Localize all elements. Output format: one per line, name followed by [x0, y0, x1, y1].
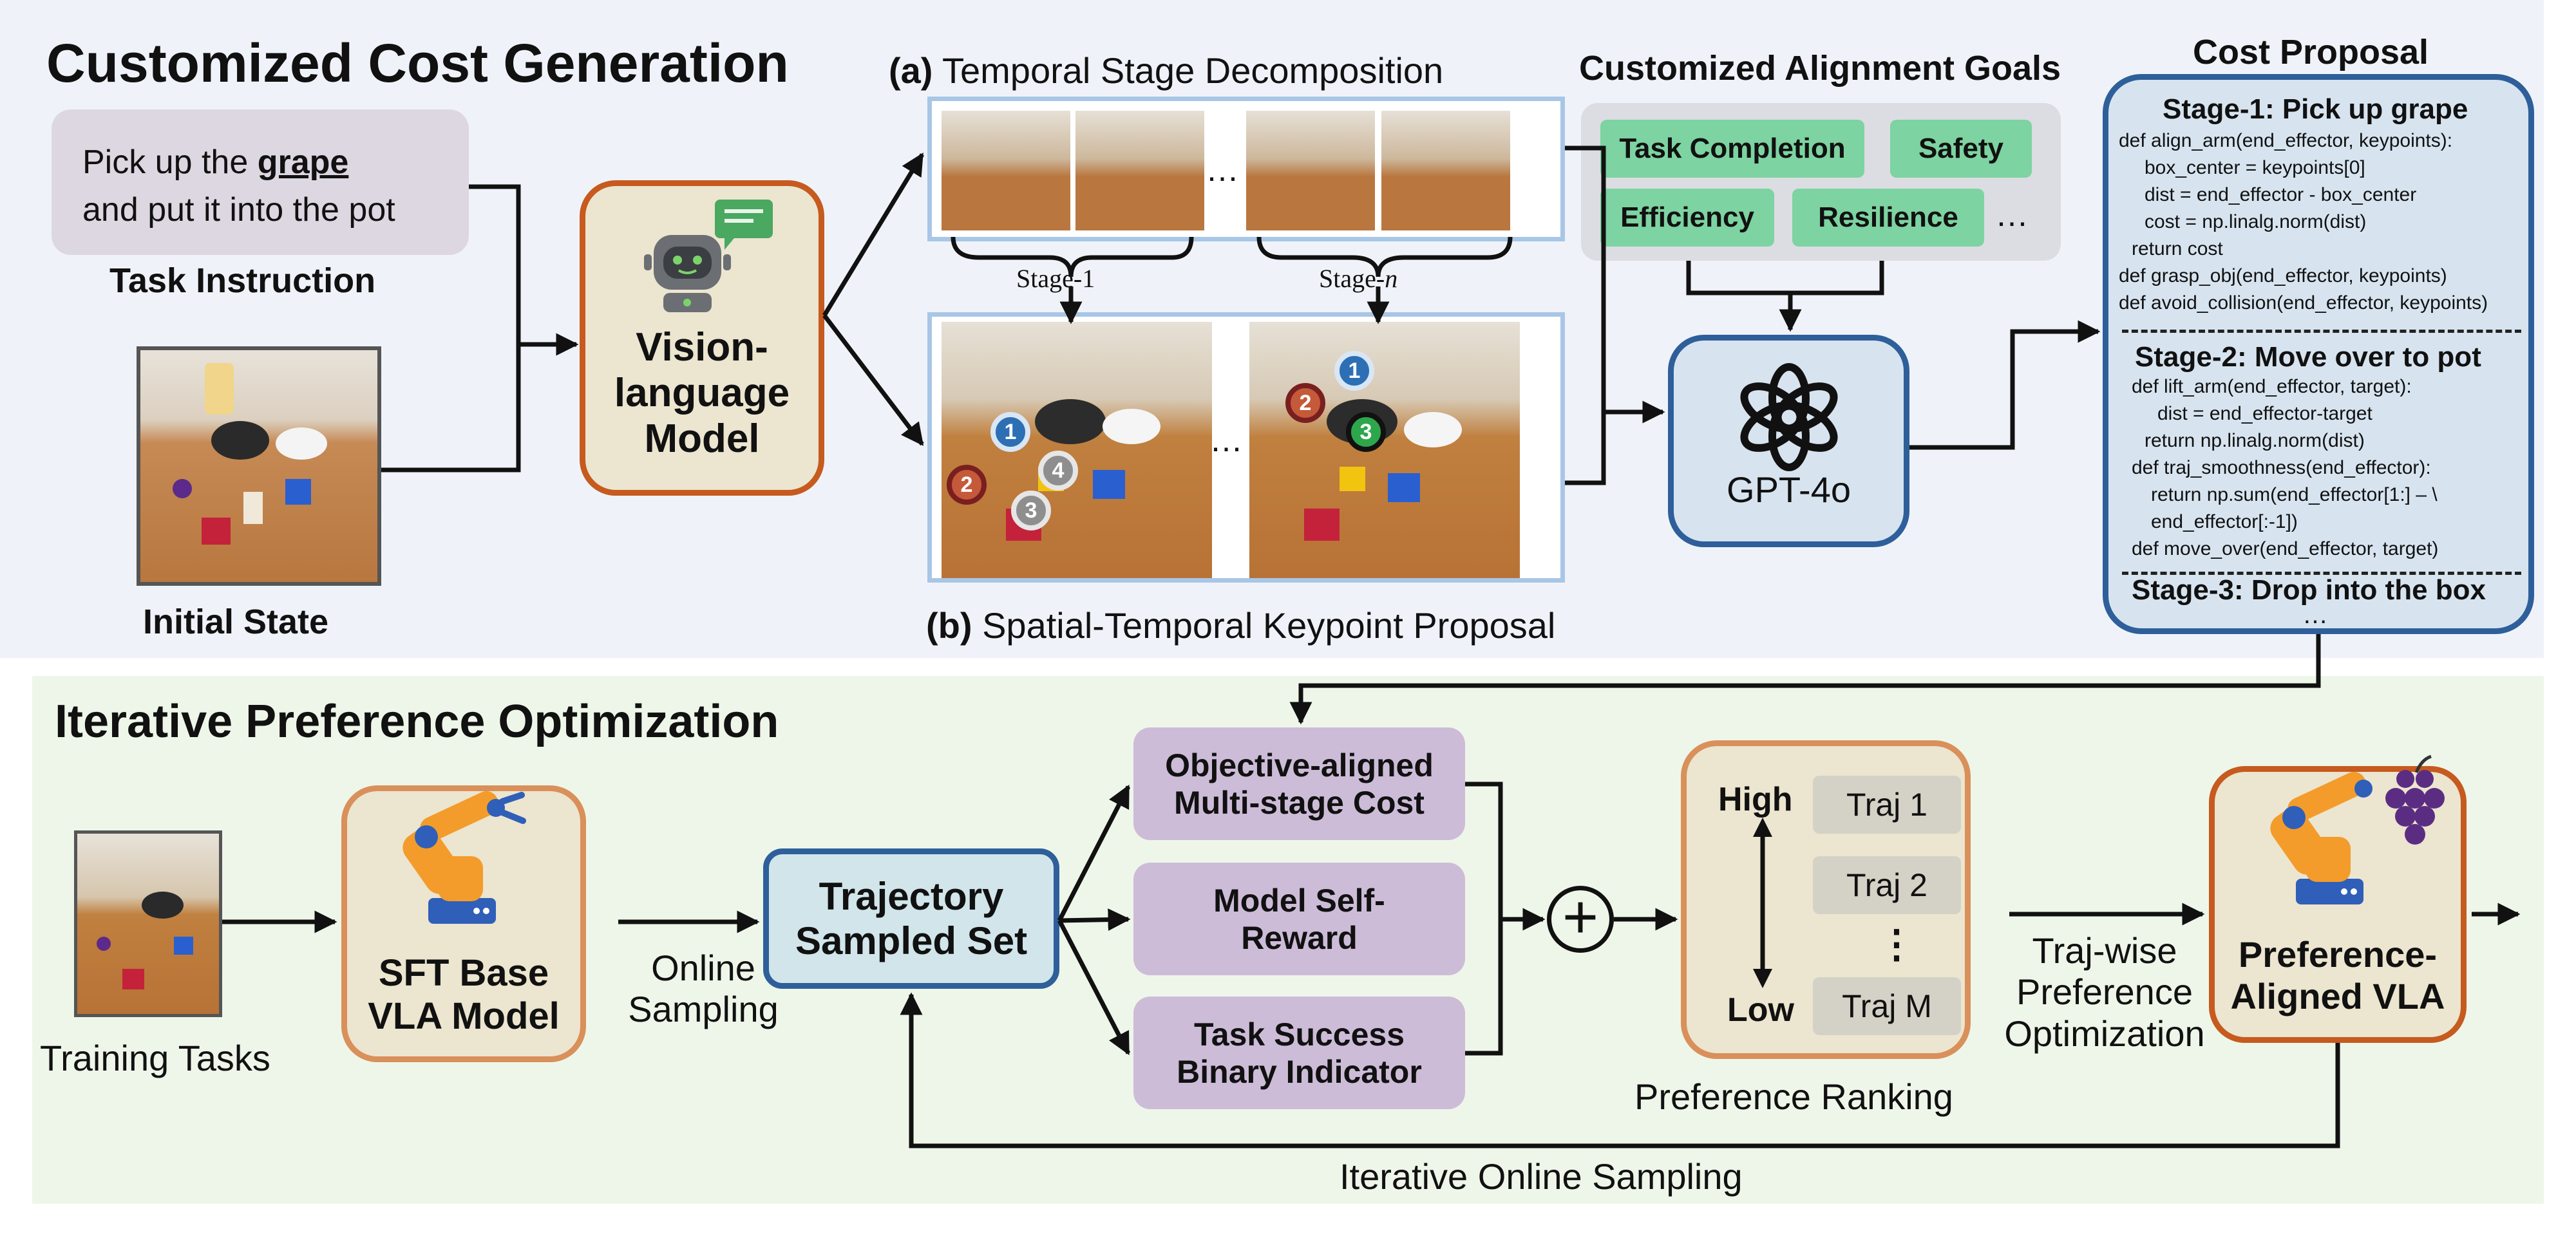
stage-divider-1 [2122, 330, 2521, 333]
temporal-title: (a) Temporal Stage Decomposition [889, 50, 1444, 91]
aligned-label-2: Aligned VLA [2230, 976, 2445, 1016]
alignment-title: Customized Alignment Goals [1579, 49, 2061, 88]
stage3-title: Stage-3: Drop into the box [2132, 574, 2486, 606]
bowl-shape [276, 427, 327, 460]
keypoint-2b: 2 [1285, 383, 1325, 423]
training-task-image [74, 830, 222, 1017]
cost-box-self-reward: Model Self- Reward [1133, 863, 1465, 975]
traj-set-label-1: Trajectory [819, 875, 1004, 918]
vlm-label-3: Model [644, 416, 760, 461]
spatial-title: (b) Spatial-Temporal Keypoint Proposal [926, 605, 1556, 646]
keypoint-2: 2 [947, 465, 987, 505]
sft-label-1: SFT Base [378, 952, 549, 994]
initial-state-label: Initial State [143, 603, 329, 641]
rank-low: Low [1727, 991, 1794, 1029]
cost-box-objective: Objective-aligned Multi-stage Cost [1133, 727, 1465, 840]
tt-red [122, 969, 144, 989]
preference-ranking-label: Preference Ranking [1634, 1076, 1953, 1117]
trajectory-set-box: Trajectory Sampled Set [763, 848, 1059, 989]
stage-n-label: Stage-n [1319, 264, 1398, 293]
goal-safety: Safety [1890, 120, 2032, 178]
frame-1 [942, 111, 1070, 230]
online-sampling-label: Online Sampling [628, 948, 779, 1030]
stage1-title: Stage-1: Pick up grape [2163, 93, 2468, 125]
keypoint-3: 3 [1011, 491, 1051, 530]
keypoint-frame-2 [1249, 322, 1520, 578]
kp-bowl [1103, 409, 1160, 444]
kp2-blue-cube [1388, 473, 1420, 502]
aligned-label-1: Preference- [2238, 934, 2438, 975]
kp2-red-cube [1304, 509, 1340, 541]
cost-box-task-success: Task Success Binary Indicator [1133, 997, 1465, 1109]
gpt-label: GPT-4o [1727, 469, 1851, 510]
goal-efficiency: Efficiency [1600, 189, 1774, 247]
cost-proposal-box [2103, 74, 2534, 634]
cost-proposal-title: Cost Proposal [2193, 33, 2429, 71]
section-title-preference: Iterative Preference Optimization [55, 696, 779, 747]
keypoint-1b: 1 [1334, 351, 1374, 391]
task-instruction-box [52, 109, 469, 255]
temporal-ellipsis: … [1206, 151, 1239, 189]
kp-pot [1035, 399, 1106, 444]
kp-blue-cube [1093, 470, 1125, 499]
tt-grape [97, 937, 111, 951]
frame-3 [1246, 111, 1375, 230]
vlm-label-1: Vision- [636, 324, 768, 370]
grape-shape [173, 479, 192, 498]
stage2-code: def lift_arm(end_effector, target): dist… [2132, 376, 2439, 559]
task-instruction-line1: Pick up the grape [82, 144, 349, 181]
tt-pot [142, 892, 184, 919]
sft-base-box: SFT Base VLA Model [341, 785, 586, 1062]
red-cube [202, 518, 231, 545]
stage-1-label: Stage-1 [1016, 264, 1095, 293]
plus-circle: + [1547, 886, 1614, 953]
frame-2 [1075, 111, 1204, 230]
bottle-shape [205, 363, 234, 415]
spatial-ellipsis: … [1209, 422, 1243, 459]
stage2-title: Stage-2: Move over to pot [2135, 341, 2481, 373]
kp2-bowl [1404, 412, 1462, 447]
keypoint-4: 4 [1038, 451, 1078, 491]
task-instruction-label: Task Instruction [109, 261, 376, 300]
keypoint-3b: 3 [1346, 412, 1386, 452]
initial-state-image [137, 346, 381, 586]
frame-4 [1381, 111, 1510, 230]
traj-1: Traj 1 [1813, 776, 1961, 834]
stage1-code: def align_arm(end_effector, keypoints): … [2119, 130, 2488, 314]
traj-2: Traj 2 [1813, 856, 1961, 914]
goal-task-completion: Task Completion [1600, 120, 1864, 178]
cost-proposal-ellipsis: … [2302, 601, 2328, 629]
tt-blue [174, 937, 193, 955]
stage-divider-2 [2122, 572, 2521, 575]
toy-shape [243, 492, 263, 524]
goal-resilience: Resilience [1792, 189, 1984, 247]
traj-wise-label: Traj-wise Preference Optimization [2004, 930, 2205, 1054]
training-tasks-label: Training Tasks [40, 1038, 270, 1078]
blue-cube [285, 479, 311, 505]
goals-ellipsis: … [1995, 196, 2029, 234]
sft-label-2: VLA Model [368, 995, 560, 1037]
traj-set-label-2: Sampled Set [795, 919, 1028, 962]
vlm-box: Vision- language Model [580, 180, 824, 496]
loop-label: Iterative Online Sampling [1340, 1156, 1743, 1197]
kp2-yellow-cube [1340, 467, 1365, 491]
traj-dots: ⋮ [1877, 922, 1916, 966]
section-title-cost-generation: Customized Cost Generation [46, 33, 789, 93]
keypoint-1: 1 [990, 412, 1030, 452]
pot-shape [211, 421, 269, 460]
rank-high: High [1718, 781, 1793, 818]
vlm-label-2: language [614, 370, 790, 415]
task-instruction-line2: and put it into the pot [82, 191, 395, 229]
traj-m: Traj M [1813, 977, 1961, 1035]
